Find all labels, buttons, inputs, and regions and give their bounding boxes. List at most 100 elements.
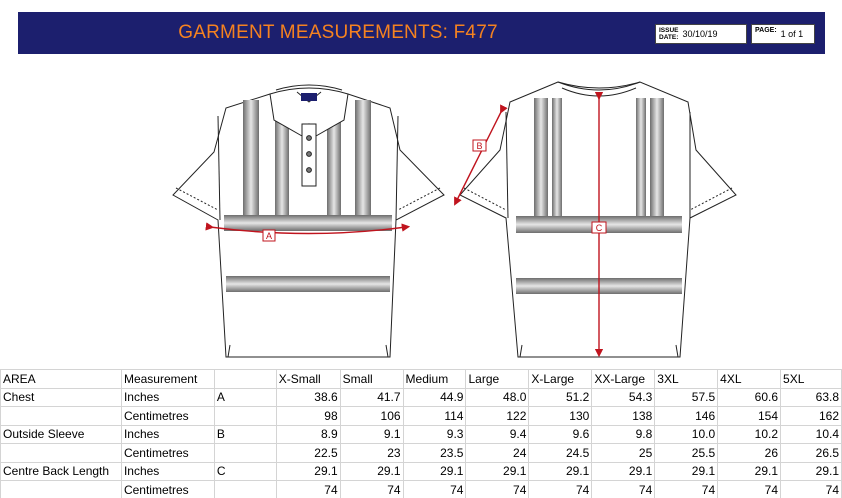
area-cell: Centre Back Length: [0, 461, 122, 481]
value-cell: 57.5: [654, 387, 719, 407]
front-band-lower: [226, 276, 390, 292]
value-cell: 74: [339, 480, 404, 498]
back-band-right-1: [636, 98, 646, 216]
unit-cell: Inches: [120, 424, 215, 444]
value-cell: 74: [654, 480, 719, 498]
column-header: 5XL: [780, 369, 842, 389]
column-header: Large: [465, 369, 530, 389]
unit-cell: Inches: [120, 387, 215, 407]
value-cell: 48.0: [465, 387, 530, 407]
issue-date-box: ISSUE DATE: 30/10/19: [655, 24, 747, 44]
value-cell: 9.6: [528, 424, 593, 444]
column-header: 3XL: [654, 369, 719, 389]
measure-label-b: B: [476, 141, 482, 151]
front-band-chest: [224, 215, 392, 231]
value-cell: 29.1: [654, 461, 719, 481]
value-cell: 44.9: [402, 387, 467, 407]
area-cell: [0, 443, 122, 463]
code-cell: B: [213, 424, 277, 444]
header-banner: GARMENT MEASUREMENTS: F477 ISSUE DATE: 3…: [18, 12, 825, 54]
sleeve-measure-line: [454, 104, 508, 206]
column-header: Medium: [402, 369, 467, 389]
value-cell: 29.1: [402, 461, 467, 481]
page-value: 1 of 1: [780, 29, 804, 39]
collar-logo: [301, 93, 317, 101]
value-cell: 162: [780, 406, 842, 426]
value-cell: 54.3: [591, 387, 656, 407]
value-cell: 130: [528, 406, 593, 426]
unit-cell: Centimetres: [120, 480, 215, 498]
value-cell: 9.3: [402, 424, 467, 444]
value-cell: 60.6: [717, 387, 782, 407]
value-cell: 74: [465, 480, 530, 498]
page-label: PAGE:: [755, 27, 777, 34]
value-cell: 23: [339, 443, 404, 463]
value-cell: 154: [717, 406, 782, 426]
back-band-right-2: [650, 98, 664, 216]
value-cell: 29.1: [780, 461, 842, 481]
value-cell: 138: [591, 406, 656, 426]
garment-drawing-svg: A B C: [172, 81, 737, 358]
value-cell: 29.1: [465, 461, 530, 481]
measure-label-a: A: [266, 231, 272, 241]
value-cell: 74: [780, 480, 842, 498]
area-cell: [0, 480, 122, 498]
column-header: Small: [339, 369, 404, 389]
back-garment: B C: [454, 81, 737, 358]
code-cell: [213, 406, 277, 426]
unit-cell: Centimetres: [120, 406, 215, 426]
garment-diagrams: A B C: [0, 60, 842, 365]
value-cell: 29.1: [275, 461, 341, 481]
code-cell: C: [213, 461, 277, 481]
value-cell: 63.8: [780, 387, 842, 407]
front-band-right-1: [327, 112, 341, 215]
value-cell: 9.1: [339, 424, 404, 444]
value-cell: 41.7: [339, 387, 404, 407]
unit-cell: Inches: [120, 461, 215, 481]
page-title: GARMENT MEASUREMENTS: F477: [178, 22, 498, 43]
issue-date-label: ISSUE DATE:: [659, 27, 679, 41]
area-cell: Chest: [0, 387, 122, 407]
column-header: Measurement: [120, 369, 215, 389]
back-band-left-1: [534, 98, 548, 216]
area-cell: Outside Sleeve: [0, 424, 122, 444]
value-cell: 26: [717, 443, 782, 463]
column-header: XX-Large: [591, 369, 656, 389]
button-2: [306, 151, 312, 157]
front-band-left-1: [243, 100, 259, 215]
area-cell: [0, 406, 122, 426]
measure-label-c: C: [596, 223, 603, 233]
value-cell: 26.5: [780, 443, 842, 463]
value-cell: 29.1: [591, 461, 656, 481]
button-3: [306, 167, 312, 173]
value-cell: 25.5: [654, 443, 719, 463]
value-cell: 24.5: [528, 443, 593, 463]
value-cell: 10.2: [717, 424, 782, 444]
value-cell: 29.1: [717, 461, 782, 481]
value-cell: 25: [591, 443, 656, 463]
value-cell: 106: [339, 406, 404, 426]
value-cell: 24: [465, 443, 530, 463]
column-header: X-Small: [275, 369, 341, 389]
value-cell: 98: [275, 406, 341, 426]
page-number-box: PAGE: 1 of 1: [751, 24, 815, 44]
value-cell: 114: [402, 406, 467, 426]
value-cell: 29.1: [528, 461, 593, 481]
unit-cell: Centimetres: [120, 443, 215, 463]
column-header: [213, 369, 277, 389]
code-cell: A: [213, 387, 277, 407]
value-cell: 8.9: [275, 424, 341, 444]
value-cell: 122: [465, 406, 530, 426]
value-cell: 22.5: [275, 443, 341, 463]
back-band-left-2: [552, 98, 562, 216]
value-cell: 23.5: [402, 443, 467, 463]
column-header: 4XL: [717, 369, 782, 389]
